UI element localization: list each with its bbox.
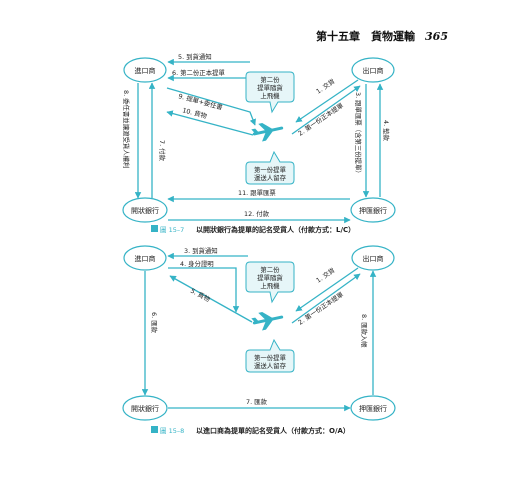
svg-text:開狀銀行: 開狀銀行: [131, 206, 159, 215]
label-10: 10. 貨物: [181, 105, 208, 120]
caption-15-8: 圖 15–8 以進口商為提單的記名受貨人（付款方式：O/A）: [151, 426, 350, 435]
node-negotiating-bank-2: 押匯銀行: [350, 395, 396, 421]
caption-text-2: 以進口商為提單的記名受貨人（付款方式：O/A）: [196, 426, 350, 435]
caption-number: 圖 15–7: [160, 226, 184, 234]
label-2-4: 4. 身分證明: [180, 259, 214, 268]
svg-text:進口商: 進口商: [135, 254, 156, 263]
carrier-bubble: 第一份提單 運送人留存: [245, 150, 295, 185]
svg-text:提單隨貨: 提單隨貨: [257, 273, 283, 282]
airplane-icon-2: [251, 312, 284, 331]
svg-text:出口商: 出口商: [363, 66, 384, 75]
arrow-2-2: [291, 273, 361, 324]
svg-text:運送人留存: 運送人留存: [254, 361, 287, 370]
label-5: 5. 到貨通知: [178, 52, 212, 61]
label-11: 11. 跟單匯票: [238, 189, 276, 197]
svg-text:第一份提單: 第一份提單: [254, 353, 287, 362]
svg-text:上飛機: 上飛機: [260, 91, 280, 100]
label-2-7: 7. 匯款: [246, 397, 268, 406]
label-2-5: 5. 貨物: [189, 286, 212, 304]
node-negotiating-bank: 押匯銀行: [350, 197, 396, 223]
label-7: 7. 付款: [158, 140, 167, 162]
label-2-2: 2. 第一份正本提單: [296, 289, 345, 326]
chapter-title: 第十五章 貨物運輸: [316, 30, 416, 43]
label-12: 12. 付款: [244, 209, 270, 218]
label-2-1: 1. 交貨: [314, 265, 337, 284]
arrow-2-5: [169, 275, 253, 323]
svg-text:上飛機: 上飛機: [260, 281, 280, 290]
figure-15-7: 進口商 出口商 開狀銀行 押匯銀行 第二份 提單隨貨 上飛機 第一份提單 運送人…: [122, 52, 396, 234]
plane-bubble: 第二份 提單隨貨 上飛機: [245, 71, 295, 114]
figure-15-8: 進口商 出口商 開狀銀行 押匯銀行 第二份 提單隨貨 上飛機 第一份提單 運送人…: [122, 245, 396, 435]
carrier-bubble-2: 第一份提單 運送人留存: [245, 338, 295, 373]
label-2-6: 6. 匯款: [150, 312, 159, 334]
svg-text:運送人留存: 運送人留存: [254, 173, 287, 182]
svg-text:第二份: 第二份: [260, 265, 280, 274]
airplane-icon: [251, 123, 284, 142]
label-1: 1. 交貨: [314, 76, 337, 95]
svg-text:押匯銀行: 押匯銀行: [359, 404, 387, 413]
arrow-2-4: [168, 267, 240, 313]
label-6: 6. 第二份正本提單: [172, 68, 225, 77]
node-issuing-bank-2: 開狀銀行: [122, 395, 168, 421]
arrow-9: [166, 87, 256, 126]
node-exporter-2: 出口商: [351, 245, 395, 271]
svg-text:第一份提單: 第一份提單: [254, 165, 287, 174]
caption-number-2: 圖 15–8: [160, 427, 184, 435]
svg-text:開狀銀行: 開狀銀行: [131, 404, 159, 413]
running-header: 第十五章 貨物運輸 365: [316, 28, 448, 44]
plane-bubble-2: 第二份 提單隨貨 上飛機: [245, 261, 295, 304]
arrow-2-1: [295, 267, 359, 312]
page-number: 365: [425, 30, 448, 43]
svg-text:進口商: 進口商: [135, 66, 156, 75]
arrow-2: [291, 85, 361, 135]
arrow-1: [295, 79, 359, 123]
label-8: 8. 委任書並讓渡受貨人權利: [122, 90, 131, 168]
label-2-3: 3. 到貨通知: [184, 246, 218, 255]
caption-text: 以開狀銀行為提單的記名受貨人（付款方式：L/C）: [196, 225, 355, 234]
label-4: 4. 墊款: [382, 120, 391, 142]
label-2-8: 8. 匯款入帳: [360, 314, 369, 348]
arrow-10: [166, 110, 254, 136]
svg-text:押匯銀行: 押匯銀行: [359, 206, 387, 215]
svg-text:提單隨貨: 提單隨貨: [257, 83, 283, 92]
caption-15-7: 圖 15–7 以開狀銀行為提單的記名受貨人（付款方式：L/C）: [151, 225, 355, 234]
node-exporter: 出口商: [351, 57, 395, 83]
node-importer-2: 進口商: [123, 245, 167, 271]
svg-text:第二份: 第二份: [260, 75, 280, 84]
node-issuing-bank: 開狀銀行: [122, 197, 168, 223]
label-3: 3. 跟單匯票（含第三份提單）: [354, 92, 363, 177]
svg-text:出口商: 出口商: [363, 254, 384, 263]
node-importer: 進口商: [123, 57, 167, 83]
